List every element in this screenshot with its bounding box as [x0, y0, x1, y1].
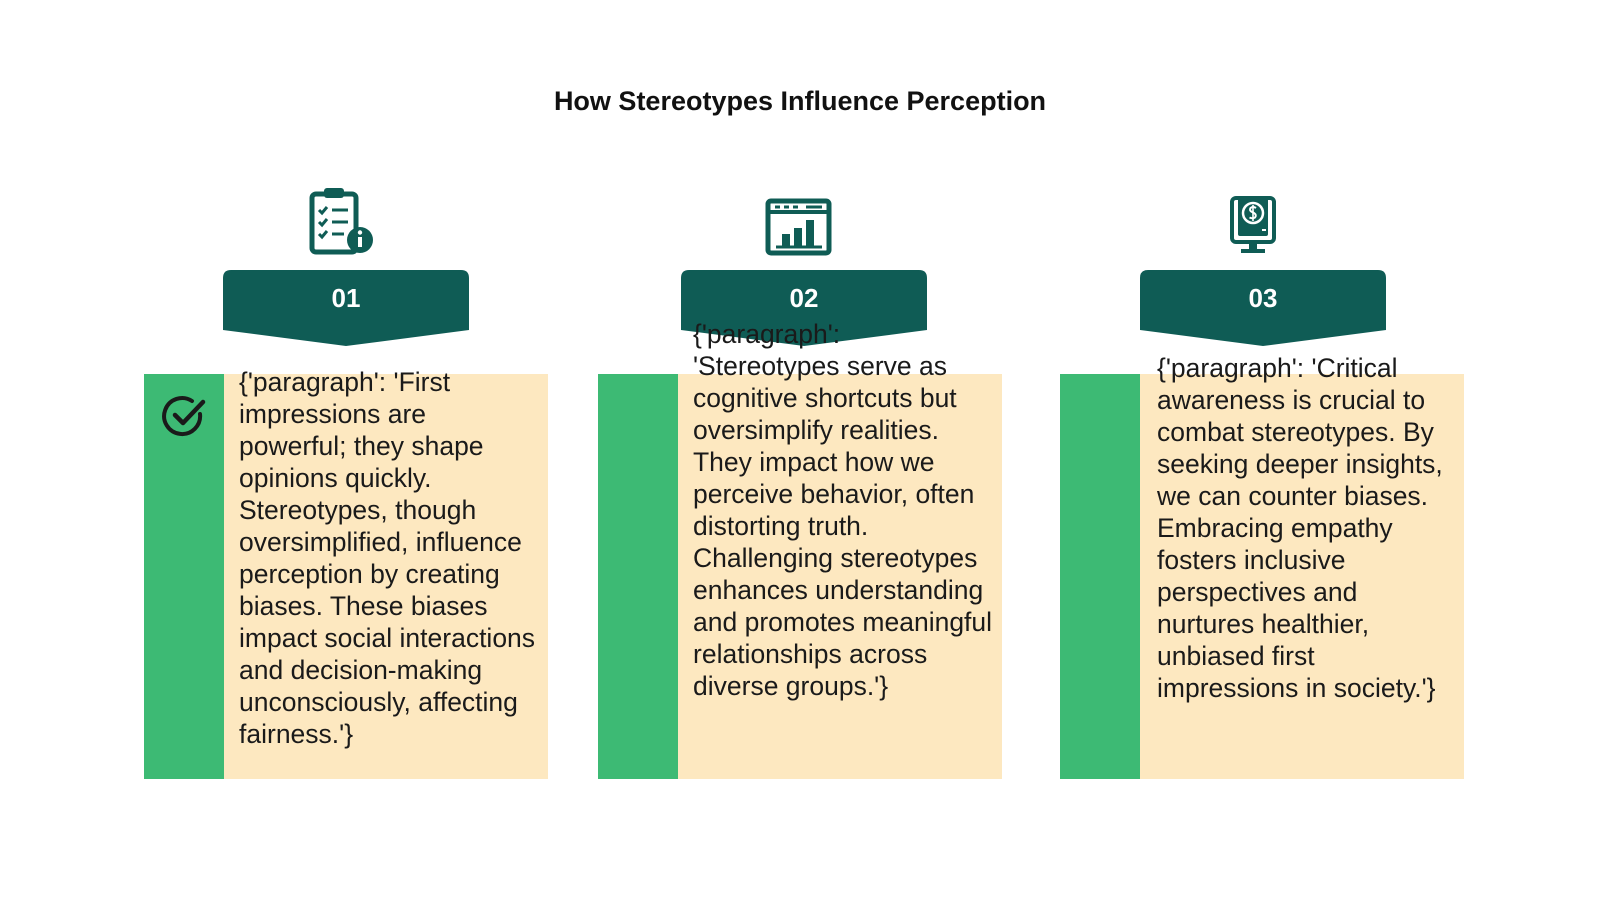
card-accent-bar [598, 374, 678, 779]
card-text-panel [224, 374, 548, 779]
card-02: 02 {'paragraph': 'Stereotypes serve as c… [598, 0, 1002, 900]
step-number: 03 [1248, 283, 1278, 313]
check-circle-icon [162, 396, 206, 437]
monitor-dollar-icon [1222, 188, 1302, 258]
step-badge-03: 03 [1140, 270, 1386, 346]
card-03: 03 {'paragraph': 'Critical awareness is … [1060, 0, 1464, 900]
card-01: 01 {'paragraph': 'First impressions are … [144, 0, 548, 900]
card-accent-bar [1060, 374, 1140, 779]
card-text-panel [1140, 374, 1464, 779]
step-badge-02: 02 [681, 270, 927, 346]
card-paragraph: {'paragraph': 'Critical awareness is cru… [1157, 353, 1443, 703]
card-text-panel [678, 374, 1002, 779]
step-number: 02 [789, 283, 819, 313]
step-badge-01: 01 [223, 270, 469, 346]
card-paragraph: {'paragraph': 'First impressions are pow… [239, 367, 536, 749]
clipboard-checklist-info-icon [308, 188, 388, 258]
card-paragraph: {'paragraph': 'Stereotypes serve as cogn… [693, 319, 993, 701]
card-accent-bar [144, 374, 224, 779]
browser-bar-chart-icon [760, 188, 840, 258]
step-number: 01 [331, 283, 361, 313]
page-title: How Stereotypes Influence Perception [553, 86, 1047, 116]
